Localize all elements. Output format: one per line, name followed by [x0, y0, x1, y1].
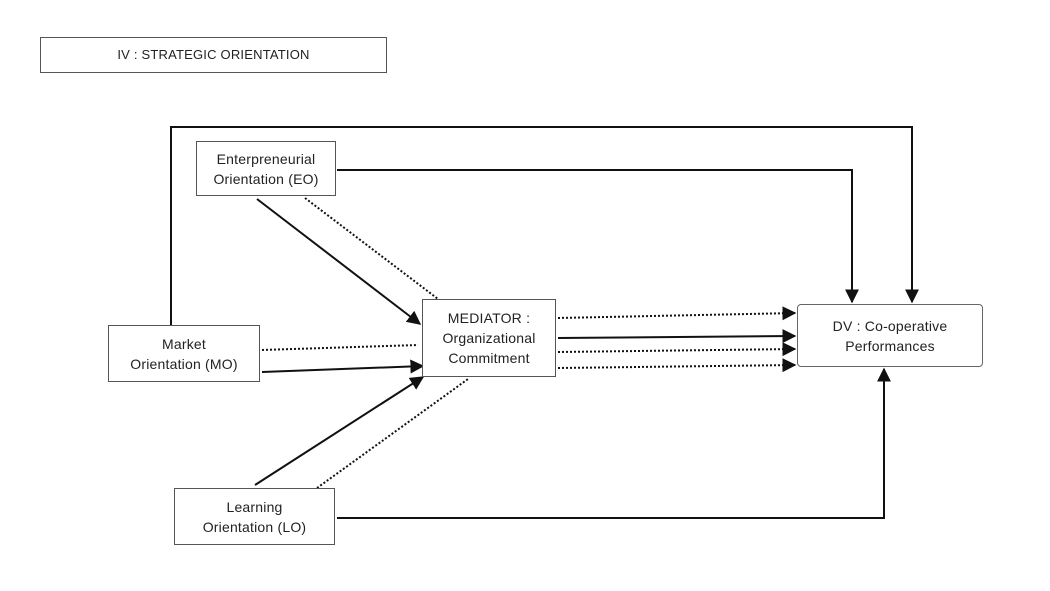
node-dv-line2: Performances — [845, 337, 935, 354]
header-label: IV : STRATEGIC ORIENTATION — [117, 47, 310, 62]
node-lo-line2: Orientation (LO) — [202, 518, 307, 535]
node-mediator: MEDIATOR : Organizational Commitment — [422, 299, 556, 377]
node-mo-line1: Market — [162, 335, 206, 352]
node-mediator-line1: MEDIATOR : — [447, 310, 531, 326]
dotted-mo-to-mediator — [261, 344, 419, 351]
dotted-eo-to-mediator — [304, 197, 439, 300]
node-mediator-line2: Organizational — [442, 330, 536, 346]
node-eo: Enterpreneurial Orientation (EO) — [196, 141, 336, 196]
arrow-lo-to-dv — [337, 367, 891, 519]
dotted-mediator-to-dv-1 — [557, 306, 797, 321]
node-lo: Learning Orientation (LO) — [174, 488, 335, 545]
dotted-lo-to-mediator — [316, 378, 469, 489]
dotted-mediator-to-dv-2 — [557, 342, 797, 357]
arrow-eo-to-mediator — [256, 198, 422, 325]
arrow-mediator-to-dv — [557, 329, 797, 344]
node-lo-line1: Learning — [226, 498, 283, 515]
dotted-mediator-to-dv-3 — [557, 358, 797, 373]
node-mediator-line3: Commitment — [448, 350, 530, 366]
arrow-lo-to-mediator — [254, 376, 425, 486]
node-eo-line2: Orientation (EO) — [213, 170, 319, 187]
arrow-eo-to-dv — [337, 169, 859, 304]
arrow-mo-to-mediator — [261, 359, 425, 374]
arrow-mo-to-dv-outer — [170, 126, 919, 325]
header-label-box: IV : STRATEGIC ORIENTATION — [40, 37, 387, 73]
node-eo-line1: Enterpreneurial — [216, 150, 316, 167]
node-dv-line1: DV : Co-operative — [832, 317, 948, 334]
node-dv: DV : Co-operative Performances — [797, 304, 983, 367]
node-mo-line2: Orientation (MO) — [130, 355, 238, 372]
node-mo: Market Orientation (MO) — [108, 325, 260, 382]
